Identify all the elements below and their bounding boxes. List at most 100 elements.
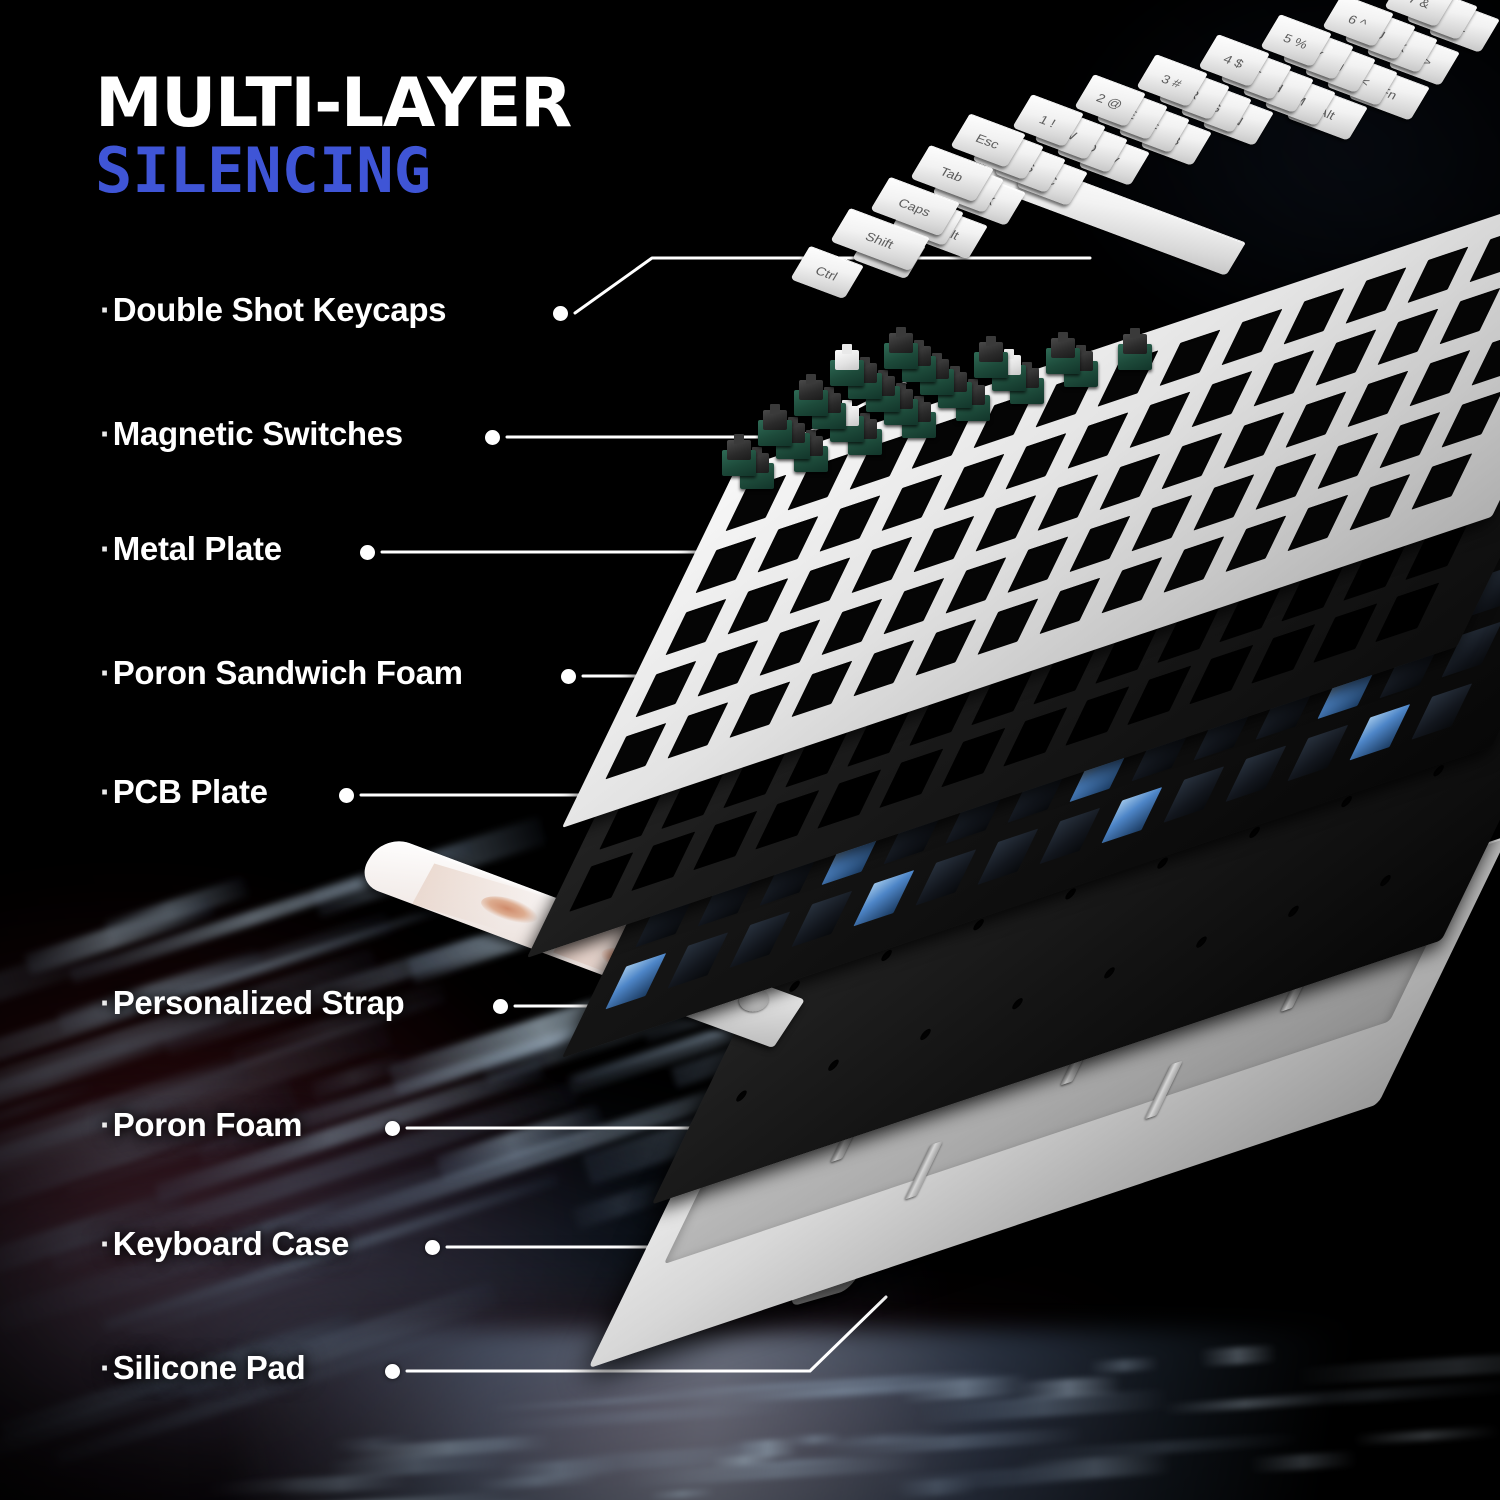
- metal-plate-cutout: [853, 640, 915, 697]
- pcb-pad: [791, 890, 853, 948]
- callout-bullet-icon: ·: [100, 654, 111, 691]
- sandwich-foam-cutout: [941, 727, 1006, 788]
- callout-dot-poron-foam-layer: [385, 1121, 400, 1136]
- metal-plate-cutout: [1283, 288, 1345, 345]
- metal-plate-cutout: [1349, 474, 1411, 531]
- callout-dot-case-layer: [425, 1240, 440, 1255]
- switch-stem: [1058, 332, 1068, 342]
- pcb-pad: [1411, 683, 1473, 740]
- metal-plate-cutout: [667, 702, 729, 759]
- metal-plate-cutout: [881, 474, 943, 531]
- switch: [884, 327, 918, 373]
- callout-bullet-icon: ·: [100, 1349, 111, 1386]
- metal-plate-cutout: [1131, 495, 1193, 552]
- metal-plate-cutout: [819, 495, 881, 552]
- metal-plate-cutout: [1223, 412, 1285, 469]
- switch-stem: [842, 344, 852, 354]
- switch-stem: [1130, 328, 1140, 338]
- metal-plate-cutout: [1007, 536, 1069, 593]
- callout-dot-keycaps-layer: [553, 306, 568, 321]
- metal-plate-cutout: [1221, 308, 1283, 366]
- callout-bullet-icon: ·: [100, 1106, 111, 1143]
- callout-label-pcb-layer: ·PCB Plate: [100, 773, 268, 811]
- callout-label-silicone-pad: ·Silicone Pad: [100, 1349, 306, 1387]
- pcb-pad: [1163, 766, 1225, 823]
- callout-dot-pcb-layer: [339, 788, 354, 803]
- metal-plate-cutout: [1411, 453, 1473, 510]
- switch-stem: [734, 434, 744, 444]
- metal-plate-cutout: [1441, 391, 1500, 448]
- metal-plate-cutout: [1439, 287, 1500, 345]
- metal-plate-cutout: [851, 536, 913, 594]
- callout-label-metal-plate-layer: ·Metal Plate: [100, 530, 282, 568]
- poron-foam-hole: [1378, 873, 1393, 888]
- metal-plate-cutout: [1191, 370, 1253, 428]
- callout-label-case-layer: ·Keyboard Case: [100, 1225, 349, 1263]
- callout-dot-sandwich-foam-layer: [561, 669, 576, 684]
- callout-label-text: PCB Plate: [112, 773, 268, 810]
- metal-plate-cutout: [1067, 412, 1129, 469]
- metal-plate-cutout: [1255, 453, 1317, 510]
- metal-plate-cutout: [729, 681, 791, 738]
- pcb-pad: [1101, 787, 1163, 844]
- callout-bullet-icon: ·: [100, 415, 111, 452]
- callout-label-text: Silicone Pad: [112, 1349, 306, 1386]
- title-line-1: MULTI-LAYER: [95, 64, 572, 143]
- metal-plate-cutout: [821, 598, 883, 656]
- metal-plate-cutout: [1099, 453, 1161, 511]
- callout-bullet-icon: ·: [100, 773, 111, 810]
- callout-label-strap: ·Personalized Strap: [100, 984, 405, 1022]
- metal-plate-cutout: [759, 619, 821, 676]
- callout-bullet-icon: ·: [100, 1225, 111, 1262]
- title-line-2: SILENCING: [95, 133, 431, 207]
- sandwich-foam-cutout: [693, 810, 758, 871]
- metal-plate-cutout: [1037, 474, 1099, 531]
- pcb-pad: [915, 849, 977, 906]
- switch-stem: [986, 336, 996, 346]
- switch: [1118, 328, 1152, 374]
- sandwich-foam-cutout: [569, 852, 634, 912]
- switch: [758, 404, 792, 450]
- metal-plate-cutout: [1315, 329, 1377, 386]
- metal-plate-cutout: [1347, 370, 1409, 428]
- metal-plate-cutout: [945, 557, 1007, 614]
- callout-dot-metal-plate-layer: [360, 545, 375, 560]
- poron-foam-hole: [1194, 935, 1209, 950]
- callout-label-text: Personalized Strap: [112, 984, 405, 1021]
- metal-plate-cutout: [1159, 329, 1221, 386]
- poron-foam-hole: [1286, 904, 1301, 919]
- callout-label-text: Poron Sandwich Foam: [112, 654, 463, 691]
- pcb-pad: [605, 953, 667, 1010]
- pcb-pad: [667, 932, 729, 989]
- metal-plate-cutout: [1285, 391, 1347, 448]
- page-title: MULTI-LAYER SILENCING: [95, 64, 572, 207]
- metal-plate-cutout: [1317, 432, 1379, 490]
- callout-bullet-icon: ·: [100, 984, 111, 1021]
- callout-label-poron-foam-layer: ·Poron Foam: [100, 1106, 303, 1144]
- sandwich-foam-cutout: [1189, 644, 1254, 705]
- metal-plate-cutout: [1409, 349, 1471, 407]
- metal-plate-cutout: [1469, 225, 1500, 283]
- metal-plate-cutout: [757, 516, 819, 573]
- metal-plate-cutout: [1407, 246, 1469, 303]
- metal-plate-cutout: [695, 536, 757, 594]
- metal-plate-cutout: [1101, 557, 1163, 614]
- callout-bullet-icon: ·: [100, 291, 111, 328]
- sandwich-foam-cutout: [1375, 582, 1440, 643]
- metal-plate-cutout: [1471, 329, 1500, 386]
- callout-label-text: Poron Foam: [112, 1106, 303, 1143]
- callout-label-switches-layer: ·Magnetic Switches: [100, 415, 403, 453]
- poron-foam-hole: [1010, 996, 1025, 1011]
- switch: [1046, 332, 1080, 378]
- callout-label-text: Keyboard Case: [112, 1225, 350, 1262]
- metal-plate-cutout: [791, 660, 853, 718]
- sandwich-foam-cutout: [879, 748, 944, 809]
- metal-plate-cutout: [1345, 267, 1407, 324]
- switch: [830, 344, 864, 390]
- sandwich-foam-cutout: [1313, 603, 1378, 663]
- callout-label-text: Double Shot Keycaps: [112, 291, 447, 328]
- metal-plate-cutout: [605, 723, 667, 780]
- metal-plate-cutout: [977, 598, 1039, 655]
